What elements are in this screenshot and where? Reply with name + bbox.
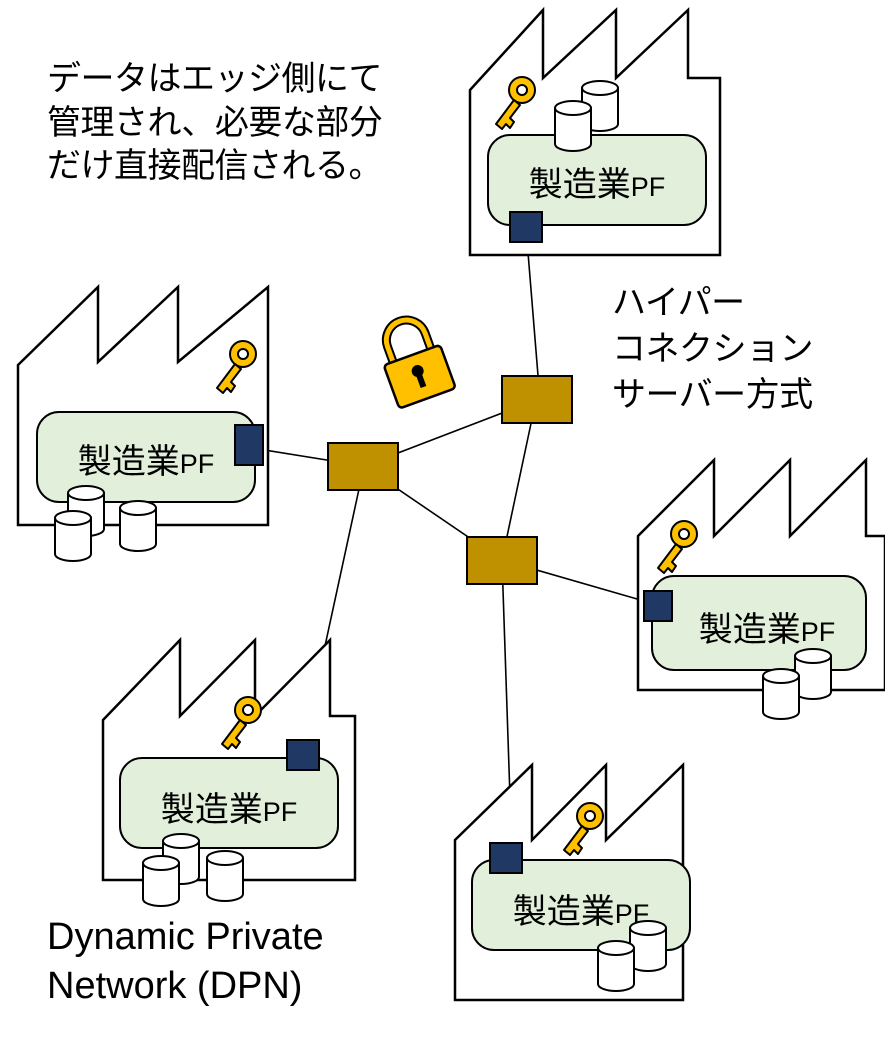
database-icon: [54, 510, 92, 562]
caption-line: 管理され、必要な部分: [47, 102, 383, 143]
hub-nodes: [327, 375, 573, 585]
database-icon: [762, 668, 800, 720]
hub-node: [327, 442, 399, 491]
caption-line: だけ直接配信される。: [47, 146, 383, 187]
connector: [286, 739, 320, 771]
connector: [643, 590, 673, 622]
platform-box: [651, 575, 867, 671]
link: [501, 399, 537, 561]
factory-bottom-right: [453, 761, 691, 1002]
platform-label-bottom-left: 製造業PF: [160, 790, 298, 830]
factory-top: [468, 6, 722, 257]
connector: [489, 842, 523, 874]
database-icon: [794, 648, 832, 700]
factory-left: [16, 284, 270, 562]
caption-line: サーバー方式: [612, 374, 813, 415]
platform-label-bottom-right: 製造業PF: [512, 892, 650, 932]
platform-box: [119, 757, 339, 849]
caption-line: コネクション: [612, 328, 814, 369]
connector: [509, 211, 543, 243]
factory-bottom-left: [101, 636, 357, 907]
platform-label-right: 製造業PF: [698, 610, 836, 650]
platform-label-left: 製造業PF: [77, 442, 215, 482]
caption-line: ハイパー: [612, 283, 745, 323]
database-icon: [597, 940, 635, 992]
caption-line: Network (DPN): [47, 965, 303, 1008]
platform-box: [487, 134, 707, 226]
hub-node: [466, 536, 538, 585]
platform-label-top: 製造業PF: [528, 165, 666, 205]
connector: [234, 424, 264, 466]
caption-dpn: Dynamic Private Network (DPN): [47, 913, 324, 1012]
padlock-icon: [381, 315, 456, 409]
database-icon: [142, 855, 180, 907]
caption-hyperconnection: ハイパー コネクション サーバー方式: [612, 281, 814, 419]
link: [525, 227, 541, 401]
hub-node: [501, 375, 573, 424]
database-icon: [119, 500, 157, 552]
caption-data-management: データはエッジ側にて 管理され、必要な部分 だけ直接配信される。: [47, 58, 383, 189]
factory-right: [636, 456, 885, 720]
caption-line: データはエッジ側にて: [47, 59, 383, 99]
database-icon: [206, 850, 244, 902]
caption-line: Dynamic Private: [47, 916, 324, 958]
database-icon: [554, 100, 592, 152]
